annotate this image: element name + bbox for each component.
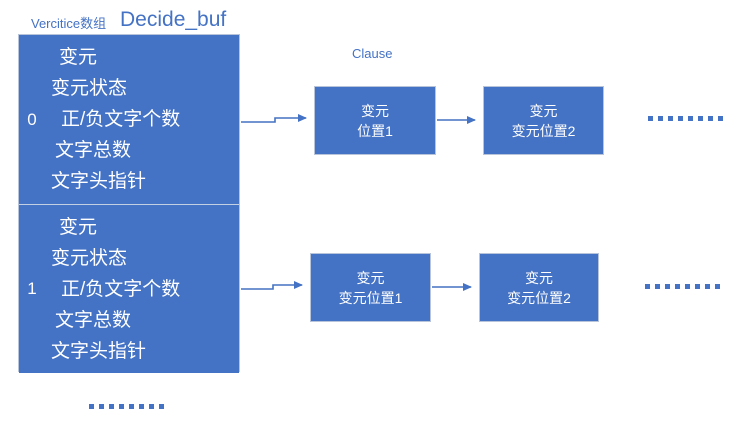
field-pos-neg-literal-count: 正/负文字个数 bbox=[61, 109, 181, 130]
clause-node-line2: 位置1 bbox=[357, 122, 393, 139]
field-variable-state: 变元状态 bbox=[51, 247, 128, 269]
horizontal-dotted-line-icon-row1 bbox=[648, 116, 724, 121]
field-literal-head-pointer: 文字头指针 bbox=[51, 340, 147, 362]
vertice-array: 0 变元 变元状态 正/负文字个数 文字总数 文字头指针 1 变元 变元状态 正… bbox=[18, 34, 240, 373]
field-total-literal-count: 文字总数 bbox=[55, 309, 132, 331]
array-cell-1[interactable]: 1 变元 变元状态 正/负文字个数 文字总数 文字头指针 bbox=[19, 204, 239, 373]
array-cell-fields: 变元 变元状态 正/负文字个数 文字总数 文字头指针 bbox=[43, 212, 239, 367]
field-total-literal-count: 文字总数 bbox=[55, 140, 132, 161]
clause-node-line1: 变元 bbox=[356, 269, 385, 286]
clause-node-row1-1[interactable]: 变元 位置1 bbox=[314, 86, 436, 155]
clause-node-row2-1[interactable]: 变元 变元位置1 bbox=[310, 253, 431, 322]
field-variable: 变元 bbox=[59, 216, 98, 238]
decide-buf-title: Decide_buf bbox=[120, 8, 227, 31]
field-variable-state: 变元状态 bbox=[51, 78, 128, 99]
clause-node-line1: 变元 bbox=[525, 269, 553, 286]
arrow-array-to-row1 bbox=[241, 114, 307, 123]
array-cell-fields: 变元 变元状态 正/负文字个数 文字总数 文字头指针 bbox=[43, 42, 239, 197]
clause-node-line2: 变元位置1 bbox=[338, 289, 403, 306]
horizontal-dotted-line-icon-bottom bbox=[89, 404, 167, 409]
clause-node-line1: 变元 bbox=[361, 102, 389, 119]
array-cell-index: 0 bbox=[27, 109, 37, 129]
arrow-array-to-row2 bbox=[241, 281, 303, 290]
array-cell-index: 1 bbox=[27, 279, 37, 298]
field-literal-head-pointer: 文字头指针 bbox=[51, 171, 147, 192]
array-cell-0[interactable]: 0 变元 变元状态 正/负文字个数 文字总数 文字头指针 bbox=[19, 35, 239, 204]
vertice-array-label: Vercitice数组 bbox=[31, 16, 107, 31]
clause-node-line1: 变元 bbox=[529, 102, 558, 119]
clause-label: Clause bbox=[352, 46, 393, 61]
clause-node-row1-2[interactable]: 变元 变元位置2 bbox=[483, 86, 604, 155]
horizontal-dotted-line-icon-row2 bbox=[645, 284, 721, 289]
field-pos-neg-literal-count: 正/负文字个数 bbox=[61, 278, 181, 300]
field-variable: 变元 bbox=[59, 47, 98, 68]
clause-node-line2: 变元位置2 bbox=[511, 122, 576, 139]
clause-node-line2: 变元位置2 bbox=[507, 289, 571, 306]
clause-node-row2-2[interactable]: 变元 变元位置2 bbox=[479, 253, 599, 322]
